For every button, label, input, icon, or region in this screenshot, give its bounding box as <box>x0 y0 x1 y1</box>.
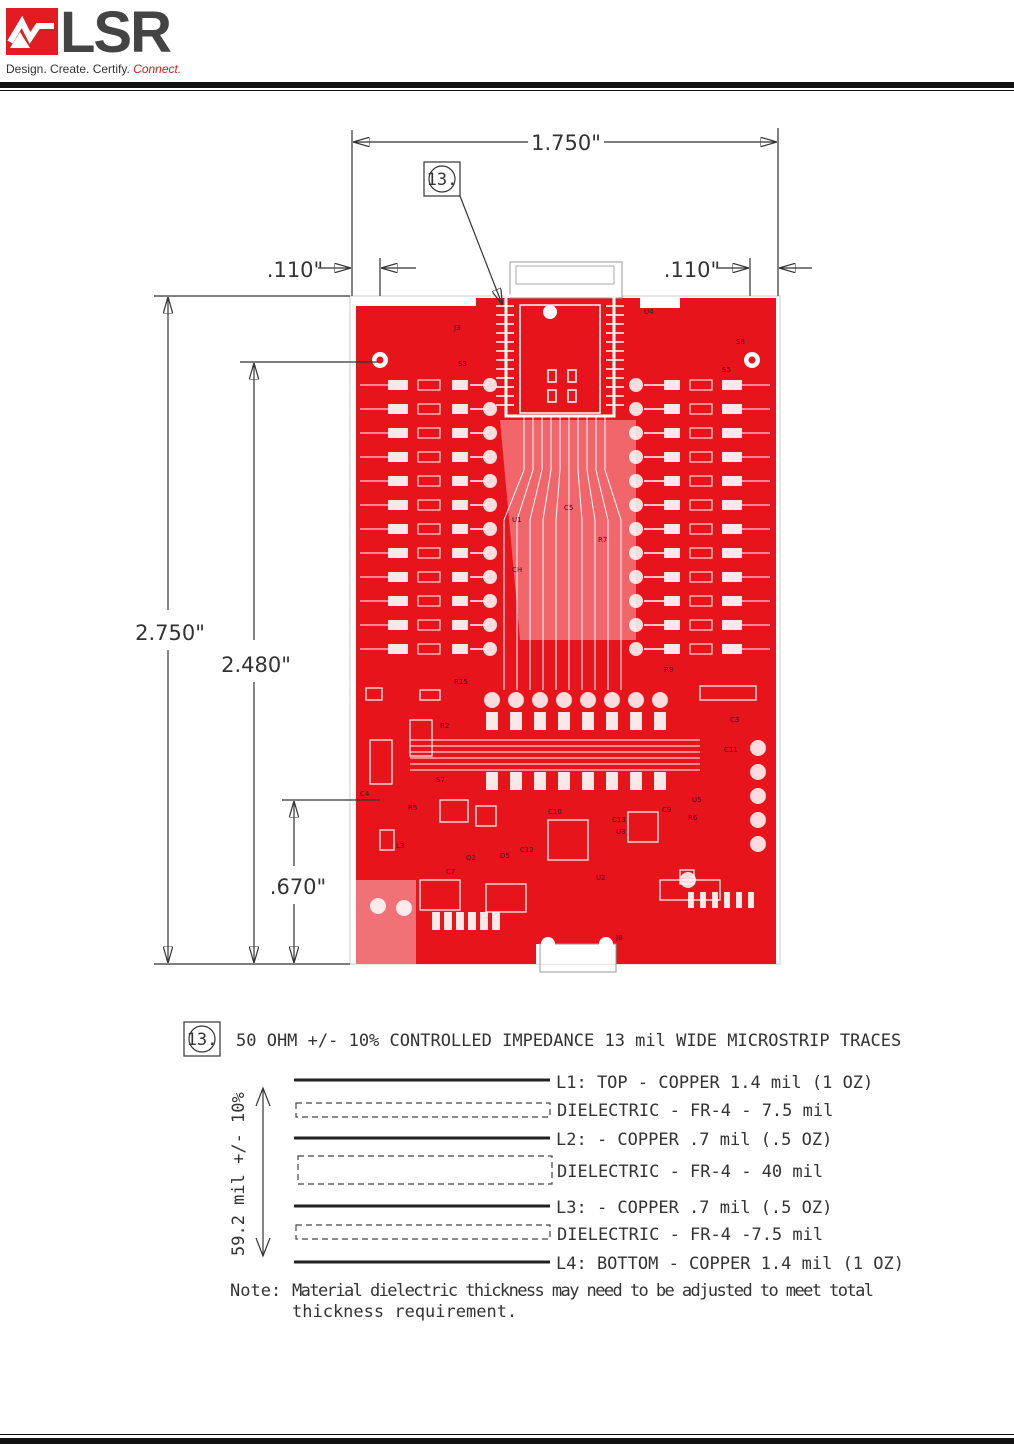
note-label: Note: <box>230 1281 281 1301</box>
layer-dielectric-2 <box>297 1155 553 1185</box>
dim-height-low: .670" <box>270 875 326 899</box>
callout-leader <box>459 195 502 304</box>
pcb-component-label: J3 <box>453 324 461 332</box>
pcb-component-label: D5 <box>500 852 510 860</box>
pcb-component-label: C5 <box>564 504 573 512</box>
pcb-component-label: S5 <box>722 366 731 374</box>
pcb-component-label: R5 <box>408 804 417 812</box>
pcb-component-label: U3 <box>616 828 626 836</box>
dim-width-overall: 1.750" <box>531 131 601 155</box>
header-rule <box>0 82 1014 88</box>
copper-pour <box>356 298 776 964</box>
logo-tagline: Design. Create. Certify. Connect. <box>6 62 182 76</box>
note-callout-number: 13. <box>187 1030 218 1050</box>
layer-text-1: L1: TOP - COPPER 1.4 mil (1 OZ) <box>556 1073 873 1093</box>
layer-text-3: L2: - COPPER .7 mil (.5 OZ) <box>556 1130 832 1150</box>
pcb-component-label: U4 <box>644 308 654 316</box>
layer-text-7: L4: BOTTOM - COPPER 1.4 mil (1 OZ) <box>556 1254 904 1274</box>
header-rule-thin <box>0 90 1014 91</box>
footer-rule <box>0 1438 1014 1444</box>
pcb-component-label: U2 <box>596 874 606 882</box>
dim-left-margin: .110" <box>267 258 323 282</box>
layer-text-2: DIELECTRIC - FR-4 - 7.5 mil <box>557 1101 833 1121</box>
callout-description: 50 OHM +/- 10% CONTROLLED IMPEDANCE 13 m… <box>236 1031 901 1051</box>
note-line-1: Material dielectric thickness may need t… <box>292 1281 874 1301</box>
layer-text-6: DIELECTRIC - FR-4 -7.5 mil <box>557 1225 823 1245</box>
layer-dielectric-1 <box>295 1102 551 1118</box>
pcb-component-label: C13 <box>612 816 626 824</box>
pcb-component-label: C10 <box>548 808 562 816</box>
dim-height-overall: 2.750" <box>135 621 205 645</box>
pcb-component-label: CH <box>512 566 522 574</box>
pcb-component-label: C3 <box>730 716 739 724</box>
pcb-component-label: C9 <box>662 806 671 814</box>
pcb-component-label: S3 <box>458 360 467 368</box>
pcb-component-label: S7 <box>436 776 445 784</box>
pcb-component-label: J8 <box>615 934 623 942</box>
pcb-component-label: C11 <box>724 746 738 754</box>
pcb-component-label: C12 <box>520 846 534 854</box>
pcb-component-label: C4 <box>360 790 370 798</box>
layer-text-5: L3: - COPPER .7 mil (.5 OZ) <box>556 1198 832 1218</box>
dim-right-margin: .110" <box>664 258 720 282</box>
pcb-component-label: R6 <box>688 814 698 822</box>
callout-box <box>423 161 461 197</box>
pcb-component-label: R15 <box>454 678 468 686</box>
callout-number: 13. <box>427 170 458 190</box>
pcb-component-label: C7 <box>446 868 455 876</box>
pcb-component-label: U1 <box>512 516 522 524</box>
layer-dielectric-3 <box>295 1224 551 1240</box>
pcb-component-label: U5 <box>692 796 702 804</box>
stackup-total: 59.2 mil +/- 10% <box>229 1092 249 1256</box>
pcb-component-label: Q2 <box>466 854 476 862</box>
dim-height-mount: 2.480" <box>221 653 291 677</box>
footer-rule-thin <box>0 1434 1014 1435</box>
pcb-component-label: R2 <box>440 722 449 730</box>
pcb-component-label: R8 <box>664 666 673 674</box>
pcb-component-label: S8 <box>736 338 745 346</box>
note-line-2: thickness requirement. <box>292 1302 517 1322</box>
logo-wordmark: LSR <box>60 0 172 65</box>
pcb-component-label: L3 <box>396 842 404 850</box>
lsr-logo-icon <box>6 8 58 55</box>
layer-text-4: DIELECTRIC - FR-4 - 40 mil <box>557 1162 823 1182</box>
pcb-component-label: R7 <box>598 536 607 544</box>
note-callout-box <box>183 1021 221 1057</box>
